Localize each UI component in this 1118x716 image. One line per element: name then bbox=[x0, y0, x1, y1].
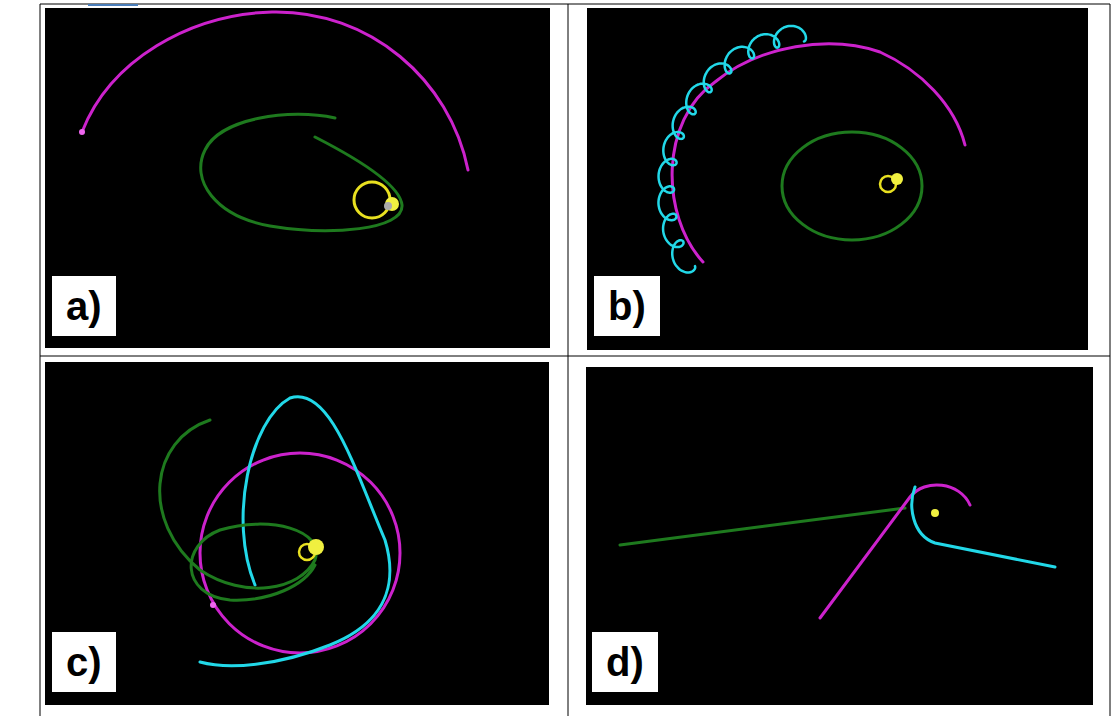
planet-dot bbox=[210, 602, 216, 608]
green-orbit bbox=[782, 132, 922, 240]
frame-mark bbox=[88, 4, 138, 6]
magenta-trajectory bbox=[820, 485, 970, 618]
magenta-orbit bbox=[200, 453, 400, 653]
sun bbox=[385, 197, 399, 211]
sun bbox=[891, 173, 903, 185]
panel-label: c) bbox=[52, 632, 116, 692]
magenta-orbit bbox=[672, 44, 965, 262]
sun bbox=[931, 509, 939, 517]
panel-b-background bbox=[587, 8, 1088, 350]
green-orbit bbox=[201, 114, 402, 230]
cyan-moon-orbit bbox=[658, 26, 805, 273]
yellow-orbit bbox=[354, 182, 390, 218]
figure-frame bbox=[40, 4, 1110, 716]
panel-c-background bbox=[45, 362, 549, 705]
panel-d-background bbox=[586, 367, 1093, 705]
planet-dot bbox=[79, 129, 85, 135]
panel-a-background bbox=[45, 8, 550, 348]
panel-c-orbits bbox=[160, 397, 400, 666]
cyan-trajectory bbox=[912, 487, 1055, 567]
companion bbox=[384, 202, 392, 210]
panel-label: a) bbox=[52, 276, 116, 336]
panel-d-orbits bbox=[620, 485, 1055, 618]
sun bbox=[308, 539, 324, 555]
panel-label: b) bbox=[594, 276, 660, 336]
magenta-orbit bbox=[82, 12, 468, 170]
panel-a-orbits bbox=[79, 12, 468, 231]
panel-b-orbits bbox=[658, 26, 965, 273]
green-trajectory bbox=[620, 508, 905, 545]
panel-label: d) bbox=[592, 632, 658, 692]
green-orbit bbox=[160, 420, 316, 600]
